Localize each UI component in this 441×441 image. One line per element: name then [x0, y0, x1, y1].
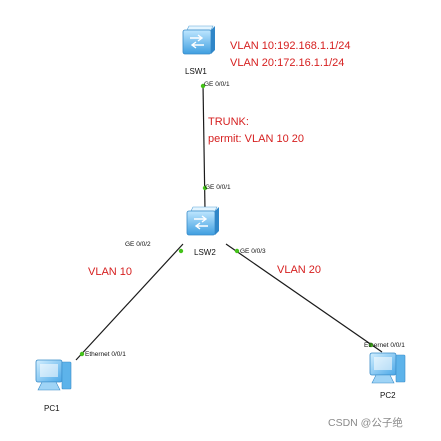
pc2-pc-icon[interactable] [369, 352, 406, 384]
lsw1-vlan20-address: VLAN 20:172.16.1.1/24 [230, 57, 345, 69]
lsw1-port-ge001: GE 0/0/1 [204, 81, 230, 88]
link-lsw2-pc2 [225, 243, 383, 353]
watermark: CSDN @公子绝 [328, 417, 403, 429]
port-dot [200, 83, 206, 89]
vlan-left-label: VLAN 10 [88, 266, 133, 278]
lsw1-vlan10-address: VLAN 10:192.168.1.1/24 [230, 40, 351, 52]
port-dot [202, 185, 208, 191]
pc2-port-eth001: Ethernet 0/0/1 [364, 342, 405, 349]
lsw2-switch-icon[interactable] [186, 206, 219, 236]
port-dot [178, 248, 184, 254]
lsw2-port-ge003: GE 0/0/3 [240, 248, 266, 255]
pc1-pc-icon[interactable] [35, 359, 72, 391]
trunk-permit: permit: VLAN 10 20 [208, 133, 304, 145]
pc1-label: PC1 [44, 404, 60, 413]
lsw1-switch-icon[interactable] [182, 25, 215, 55]
trunk-title: TRUNK: [208, 116, 249, 128]
lsw2-port-ge002: GE 0/0/2 [125, 241, 151, 248]
lsw2-label: LSW2 [194, 248, 216, 257]
pc1-port-eth001: Ethernet 0/0/1 [85, 351, 126, 358]
lsw1-label: LSW1 [185, 67, 207, 76]
lsw2-port-ge001: GE 0/0/1 [205, 184, 231, 191]
pc2-label: PC2 [380, 391, 396, 400]
link-lsw2-pc1 [75, 243, 184, 361]
vlan-right-label: VLAN 20 [277, 264, 322, 276]
port-dot [79, 351, 85, 357]
port-dot [234, 248, 240, 254]
port-dot [368, 342, 374, 348]
